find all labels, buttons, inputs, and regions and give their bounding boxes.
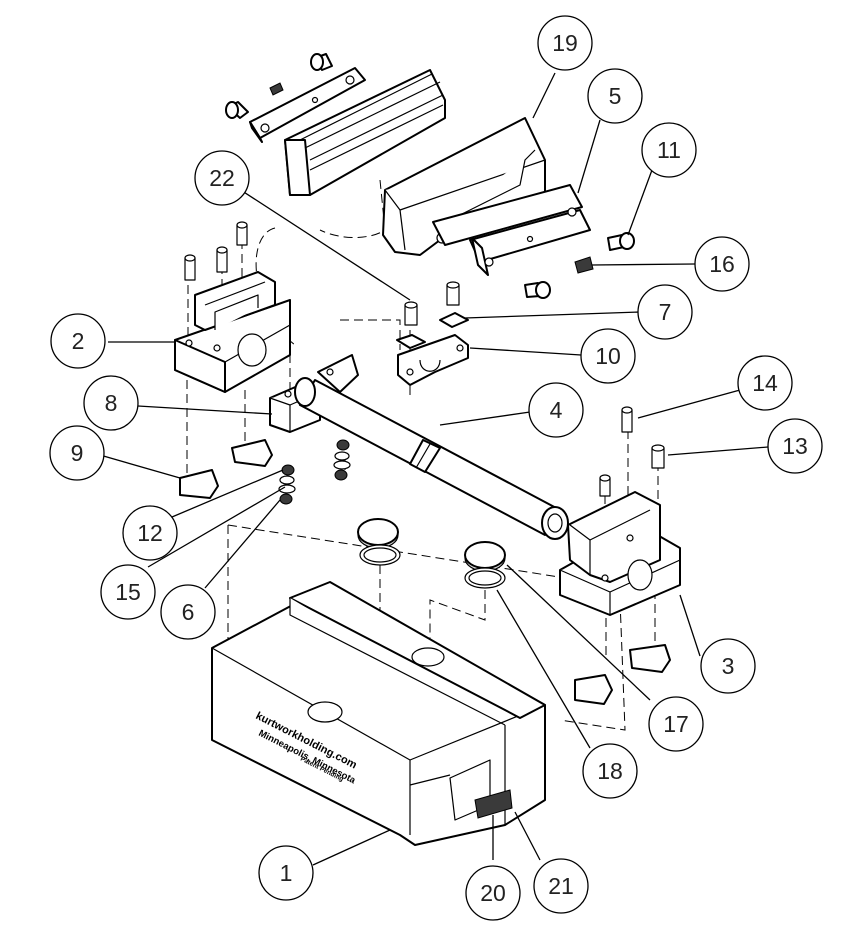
callout-label-17: 17 xyxy=(663,711,689,737)
part-3-end-block xyxy=(559,491,681,616)
callout-c8: 8 xyxy=(83,375,139,431)
parts-13-14-pins xyxy=(599,406,665,497)
callout-c6: 6 xyxy=(160,584,216,640)
part-10-clamp xyxy=(397,334,469,386)
callout-label-16: 16 xyxy=(709,251,735,277)
callout-label-15: 15 xyxy=(115,579,141,605)
part-19-left-plate xyxy=(249,67,366,143)
right-pads xyxy=(574,644,671,705)
callout-label-12: 12 xyxy=(137,520,163,546)
callout-label-14: 14 xyxy=(752,370,778,396)
callout-c14: 14 xyxy=(737,355,793,411)
callout-label-22: 22 xyxy=(209,165,235,191)
callout-c18: 18 xyxy=(582,743,638,799)
part-9-pad xyxy=(179,439,273,499)
parts-22-7-fasteners xyxy=(396,281,469,349)
part-4-shaft xyxy=(294,354,569,540)
plate-screw-lower xyxy=(524,281,551,299)
callout-c1: 1 xyxy=(258,845,314,901)
callout-c7: 7 xyxy=(637,284,693,340)
callout-c19: 19 xyxy=(537,15,593,71)
callout-label-8: 8 xyxy=(105,390,118,416)
callout-c20: 20 xyxy=(465,865,521,921)
callout-c15: 15 xyxy=(100,564,156,620)
callout-c13: 13 xyxy=(767,418,823,474)
part-5-jaw-plate xyxy=(432,184,591,276)
callout-label-9: 9 xyxy=(71,440,84,466)
callout-label-7: 7 xyxy=(659,299,672,325)
left-plate-screws xyxy=(225,53,333,119)
callout-c22: 22 xyxy=(194,150,250,206)
callout-c3: 3 xyxy=(700,638,756,694)
callout-label-6: 6 xyxy=(182,599,195,625)
callout-label-3: 3 xyxy=(722,653,735,679)
part-19-jaw xyxy=(284,69,546,256)
callout-c9: 9 xyxy=(49,425,105,481)
parts-17-18-plugs xyxy=(357,518,506,589)
callout-label-5: 5 xyxy=(609,83,622,109)
callout-c12: 12 xyxy=(122,505,178,561)
part-2-pins xyxy=(184,221,248,281)
callout-label-13: 13 xyxy=(782,433,808,459)
callout-c11: 11 xyxy=(641,122,697,178)
parts-12-15-6-stack xyxy=(278,439,351,505)
callout-c21: 21 xyxy=(533,858,589,914)
part-16-set-screw xyxy=(574,256,594,274)
callout-c2: 2 xyxy=(50,313,106,369)
callout-label-18: 18 xyxy=(597,758,623,784)
callout-label-10: 10 xyxy=(595,343,621,369)
callout-label-11: 11 xyxy=(657,137,681,163)
part-2-end-block xyxy=(174,271,291,393)
callout-c17: 17 xyxy=(648,696,704,752)
callout-label-1: 1 xyxy=(280,860,293,886)
callout-c5: 5 xyxy=(587,68,643,124)
callout-c10: 10 xyxy=(580,328,636,384)
callout-label-2: 2 xyxy=(72,328,85,354)
callout-label-4: 4 xyxy=(550,397,563,423)
callout-label-21: 21 xyxy=(548,873,574,899)
leader-lines xyxy=(99,72,769,866)
part-1-vise-body: kurtworkholding.com Minneapolis, Minneso… xyxy=(211,581,546,846)
callout-c16: 16 xyxy=(694,236,750,292)
part-11-screw xyxy=(607,232,635,251)
callout-label-20: 20 xyxy=(480,880,506,906)
callout-c4: 4 xyxy=(528,382,584,438)
callout-label-19: 19 xyxy=(552,30,578,56)
